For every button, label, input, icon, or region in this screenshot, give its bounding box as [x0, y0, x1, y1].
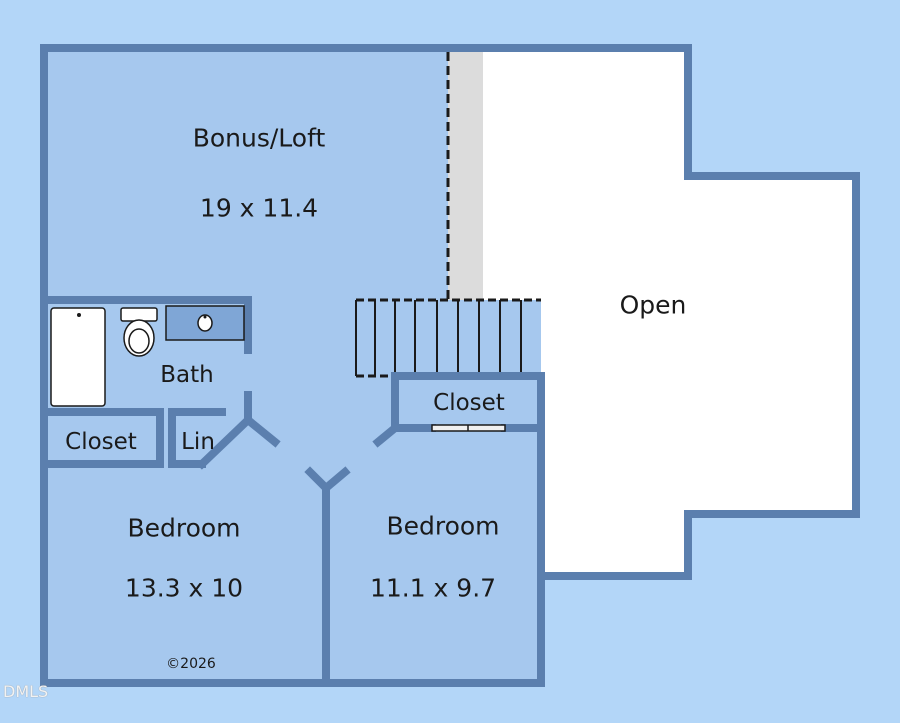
watermark: DMLS [3, 682, 49, 701]
bedroom-right-label: Bedroom [386, 511, 500, 541]
bedroom-left-label: Bedroom [127, 513, 241, 543]
closet-left-label: Closet [65, 429, 137, 455]
closet-upper-label: Closet [433, 390, 505, 416]
bedroom-right-dims: 11.1 x 9.7 [369, 573, 497, 603]
bonus-loft-label: Bonus/Loft [192, 123, 326, 153]
bath-label: Bath [160, 362, 214, 388]
toilet [120, 307, 158, 357]
room-fill [44, 48, 541, 683]
open-label: Open [619, 290, 687, 320]
closet-door [431, 424, 506, 432]
vanity [165, 305, 245, 341]
bathtub [50, 307, 106, 407]
walls [40, 44, 860, 687]
stair-gap [448, 52, 483, 300]
bedroom-left-dims: 13.3 x 10 [124, 573, 244, 603]
linen-label: Lin [181, 429, 215, 455]
copyright-text: ©2026 [166, 656, 216, 672]
bonus-loft-dims: 19 x 11.4 [199, 193, 319, 223]
staircase [355, 298, 541, 378]
